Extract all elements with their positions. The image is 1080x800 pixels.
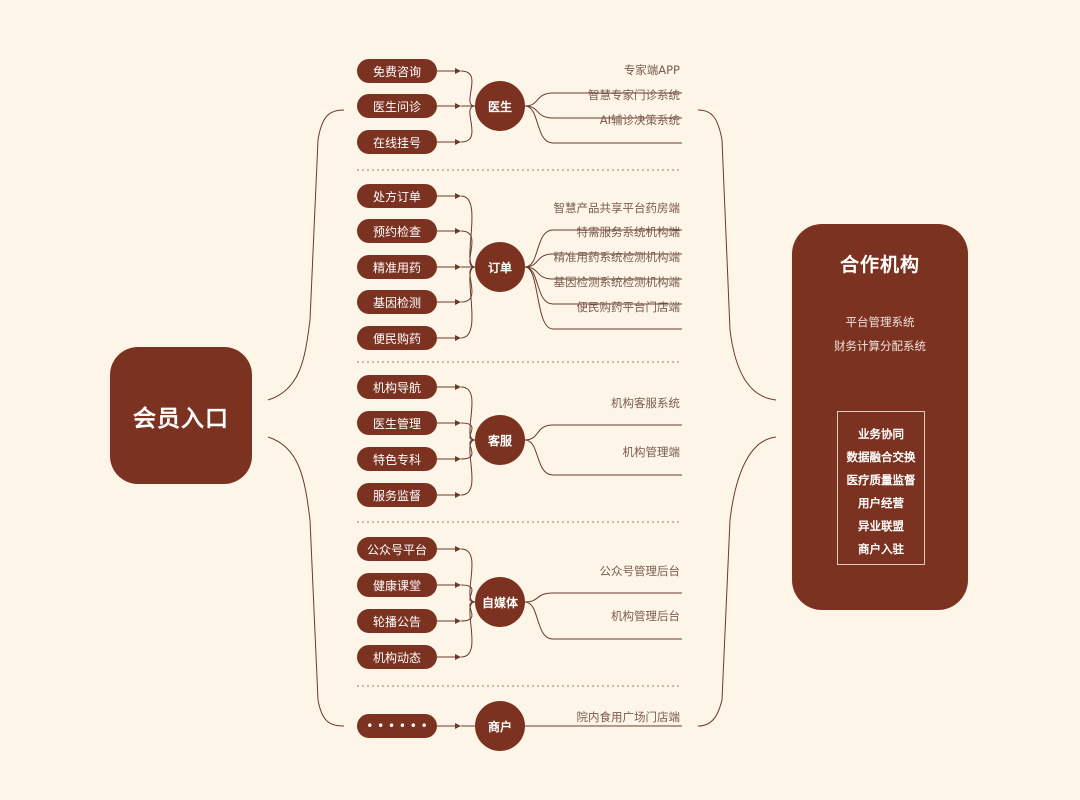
leaf-gene-test[interactable]: 基因检测 (357, 290, 437, 314)
arrow-head (455, 654, 461, 660)
system-label: 智慧产品共享平台药房端 (553, 201, 681, 215)
hub-to-system-line (524, 105, 682, 144)
leaf-precise-medication[interactable]: 精准用药 (357, 255, 437, 279)
system-label: 机构管理端 (622, 445, 681, 459)
hub-to-system-line (524, 266, 682, 280)
partner-system-finance: 财务计算分配系统 (834, 339, 926, 353)
system-label: AI辅诊决策系统 (599, 113, 680, 127)
leaf-free-consult[interactable]: 免费咨询 (357, 59, 437, 83)
arrow-head (455, 228, 461, 234)
partner-feature: 异业联盟 (858, 519, 904, 533)
leaf-special-department[interactable]: 特色专科 (357, 447, 437, 471)
arrow-head (455, 723, 461, 729)
leaf-to-hub-curve (460, 386, 476, 441)
system-label: 特需服务系统机构端 (576, 225, 681, 239)
partner-feature: 医疗质量监督 (846, 473, 916, 487)
partner-institution-box[interactable]: 合作机构 平台管理系统 财务计算分配系统 业务协同 数据融合交换 医疗质量监督 … (792, 224, 968, 610)
leaf-carousel-notice[interactable]: 轮播公告 (357, 609, 437, 633)
leaf-to-hub-curve (460, 266, 476, 303)
system-label: 机构客服系统 (611, 396, 680, 410)
system-label: 专家端APP (623, 63, 680, 77)
partner-system-platform: 平台管理系统 (845, 315, 915, 329)
leaf-doctor-visit[interactable]: 医生问诊 (357, 94, 437, 118)
leaf-online-registration[interactable]: 在线挂号 (357, 130, 437, 154)
arrow-head (455, 420, 461, 426)
system-label: 智慧专家门诊系统 (588, 88, 680, 102)
leaf-convenient-pharmacy[interactable]: 便民购药 (357, 326, 437, 350)
hub-doctor[interactable]: 医生 (475, 81, 525, 131)
member-entry-label: 会员入口 (133, 405, 229, 432)
system-label: 机构管理后台 (611, 609, 680, 623)
arrow-head (455, 618, 461, 624)
hub-to-system-line (524, 253, 682, 268)
leaf-to-hub-curve (460, 70, 476, 107)
system-label: 精准用药系统检测机构端 (553, 250, 681, 264)
hub-to-system-line (524, 424, 682, 441)
arrow-head (455, 335, 461, 341)
system-label: 便民购药平台门店端 (576, 300, 681, 314)
hub-to-system-line (524, 439, 682, 476)
hub-customer-service[interactable]: 客服 (475, 415, 525, 465)
hub-to-system-line (524, 266, 682, 330)
partner-brace-bottom (697, 436, 777, 727)
hub-to-system-line (524, 105, 682, 119)
leaf-to-hub-curve (460, 601, 476, 622)
leaf-service-supervision[interactable]: 服务监督 (357, 483, 437, 507)
arrow-head (455, 139, 461, 145)
partner-feature-list: 业务协同 数据融合交换 医疗质量监督 用户经营 异业联盟 商户入驻 (837, 411, 925, 565)
hub-merchant[interactable]: 商户 (475, 701, 525, 751)
leaf-doctor-management[interactable]: 医生管理 (357, 411, 437, 435)
leaf-official-account[interactable]: 公众号平台 (357, 537, 437, 561)
partner-feature: 数据融合交换 (846, 450, 916, 464)
leaf-to-hub-curve (460, 422, 476, 441)
hub-to-system-line (524, 592, 682, 603)
partner-brace-top (697, 109, 777, 401)
arrow-head (455, 546, 461, 552)
leaf-to-hub-curve (460, 105, 476, 143)
arrow-head (455, 492, 461, 498)
hub-self-media[interactable]: 自媒体 (475, 577, 525, 627)
arrow-head (455, 299, 461, 305)
leaf-to-hub-curve (460, 266, 476, 339)
partner-feature: 业务协同 (858, 427, 904, 441)
system-label: 基因检测系统检测机构端 (553, 275, 681, 289)
arrow-head (455, 264, 461, 270)
arrow-head (455, 384, 461, 390)
leaf-more-ellipsis[interactable]: • • • • • • (357, 714, 437, 738)
leaf-to-hub-curve (460, 195, 476, 268)
partner-feature: 商户入驻 (858, 542, 904, 556)
leaf-to-hub-curve (460, 230, 476, 268)
arrow-head (455, 68, 461, 74)
leaf-health-class[interactable]: 健康课堂 (357, 573, 437, 597)
arrow-head (455, 456, 461, 462)
arrow-head (455, 193, 461, 199)
member-brace-top (267, 109, 345, 401)
leaf-institution-news[interactable]: 机构动态 (357, 645, 437, 669)
leaf-to-hub-curve (460, 548, 476, 603)
system-label: 院内食用广场门店端 (576, 710, 681, 724)
member-brace-bottom (267, 436, 345, 727)
leaf-prescription-order[interactable]: 处方订单 (357, 184, 437, 208)
arrow-head (455, 103, 461, 109)
hub-order[interactable]: 订单 (475, 242, 525, 292)
hub-to-system-line (524, 92, 682, 107)
leaf-to-hub-curve (460, 439, 476, 460)
leaf-to-hub-curve (460, 439, 476, 496)
member-entry-box[interactable]: 会员入口 (110, 347, 252, 484)
arrow-head (455, 582, 461, 588)
partner-feature: 用户经营 (858, 496, 904, 510)
system-label: 公众号管理后台 (599, 564, 681, 578)
hub-to-system-line (524, 601, 682, 640)
hub-to-system-line (524, 266, 682, 305)
leaf-to-hub-curve (460, 584, 476, 603)
leaf-appointment-check[interactable]: 预约检查 (357, 219, 437, 243)
partner-title: 合作机构 (839, 254, 920, 276)
hub-to-system-line (524, 229, 682, 268)
leaf-institution-navigation[interactable]: 机构导航 (357, 375, 437, 399)
leaf-to-hub-curve (460, 601, 476, 658)
